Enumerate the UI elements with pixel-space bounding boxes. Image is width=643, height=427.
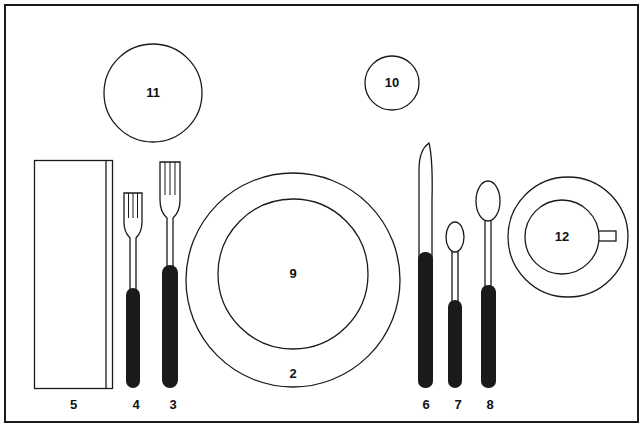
bread-plate: 11 bbox=[103, 43, 203, 143]
cup: 12 bbox=[524, 199, 600, 275]
callout-number: 9 bbox=[217, 266, 369, 282]
teaspoon bbox=[446, 222, 464, 388]
callout-number: 4 bbox=[132, 397, 139, 413]
dinner-fork bbox=[160, 162, 180, 388]
frame bbox=[5, 5, 638, 422]
napkin-outline bbox=[34, 160, 113, 414]
callout-number: 11 bbox=[103, 85, 203, 101]
dinner-plate: 29 bbox=[185, 172, 401, 388]
salad-plate: 9 bbox=[217, 198, 369, 350]
callout-number: 6 bbox=[422, 397, 429, 413]
callout-number: 2 bbox=[185, 366, 401, 382]
callout-number: 12 bbox=[524, 229, 600, 245]
soup-spoon bbox=[476, 181, 500, 388]
callout-number: 3 bbox=[169, 397, 176, 413]
butter-plate: 10 bbox=[364, 55, 420, 111]
salad-fork bbox=[124, 193, 142, 388]
napkin: 5 bbox=[34, 160, 113, 414]
cup-handle bbox=[598, 231, 616, 241]
callout-number: 5 bbox=[34, 397, 113, 413]
knife bbox=[418, 143, 433, 388]
callout-number: 10 bbox=[364, 75, 420, 91]
callout-number: 7 bbox=[454, 397, 461, 413]
callout-number: 8 bbox=[486, 397, 493, 413]
saucer bbox=[508, 177, 628, 297]
